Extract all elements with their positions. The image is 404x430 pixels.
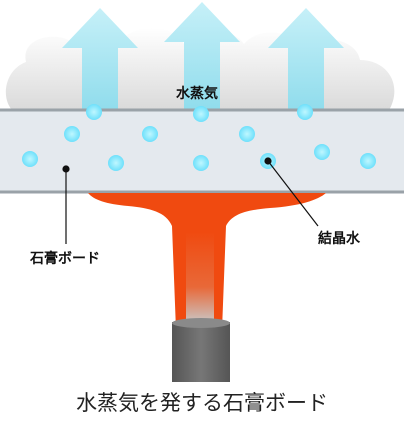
leader-gypsum-board	[62, 165, 70, 244]
label-gypsum-board: 石膏ボード	[30, 251, 100, 267]
steam-arrow-icon	[268, 8, 344, 112]
water-dot-icon	[239, 126, 255, 142]
steam-arrow-icon	[62, 8, 138, 112]
leader-crystal-water	[264, 157, 319, 227]
burner-icon	[172, 318, 230, 382]
leader-lines	[62, 157, 319, 244]
water-dot-icon	[22, 151, 38, 167]
water-dot-icon	[297, 104, 313, 120]
water-dot-icon	[193, 155, 209, 171]
steam-arrow-icon	[164, 2, 240, 112]
gypsum-board	[0, 108, 404, 194]
water-dot-icon	[314, 144, 330, 160]
water-dot-icon	[108, 155, 124, 171]
steam-arrows	[62, 2, 344, 112]
label-steam: 水蒸気	[176, 86, 218, 102]
water-dot-icon	[193, 106, 209, 122]
water-dot-icon	[64, 126, 80, 142]
water-dot-icon	[86, 104, 102, 120]
label-crystal-water: 結晶水	[318, 231, 360, 247]
water-dot-icon	[360, 153, 376, 169]
water-dot-icon	[142, 126, 158, 142]
flame-icon	[88, 193, 326, 332]
caption: 水蒸気を発する石膏ボード	[76, 391, 328, 415]
